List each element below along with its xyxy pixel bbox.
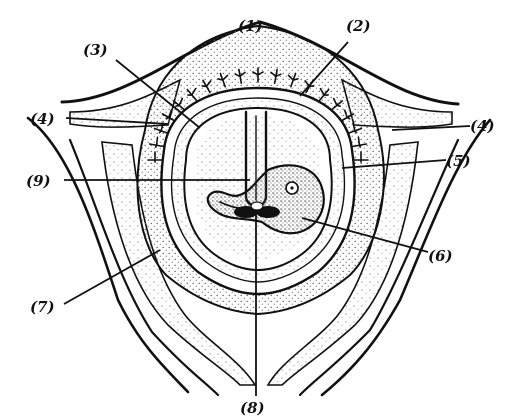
- label-7: (7): [30, 298, 55, 316]
- label-1: (1): [238, 17, 263, 35]
- label-4-left: (4): [30, 110, 55, 128]
- label-9: (9): [26, 172, 51, 190]
- label-2: (2): [346, 17, 371, 35]
- label-3: (3): [83, 41, 108, 59]
- label-4-right: (4): [470, 117, 495, 135]
- label-5: (5): [446, 152, 471, 170]
- label-8: (8): [240, 399, 265, 417]
- label-6: (6): [428, 247, 453, 265]
